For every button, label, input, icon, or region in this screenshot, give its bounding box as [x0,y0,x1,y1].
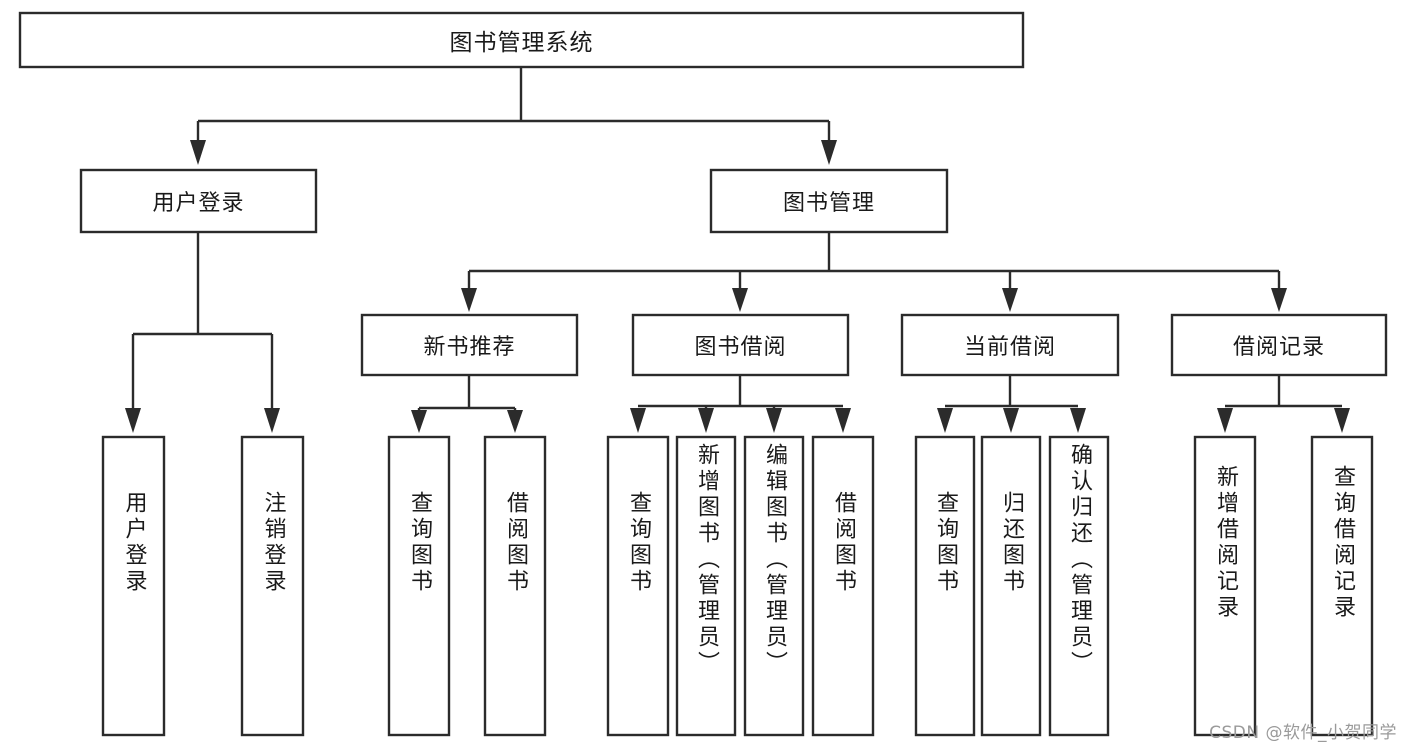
connector-group-book-borrow [630,375,851,433]
node-box-leaf-borrow-records-0[interactable] [1193,435,1257,737]
node-box-leaf-book-borrow-3[interactable] [811,435,875,737]
connector-group-book-mgmt [461,232,1287,312]
node-box-leaf-book-borrow-1[interactable] [675,435,737,737]
node-box-borrow-records[interactable] [1170,313,1388,377]
node-box-leaf-current-borrow-0[interactable] [914,435,976,737]
arrowhead-book-borrow-leaf1 [630,408,646,433]
connector-group-user-login [125,232,280,433]
arrowhead-book-mgmt-c1 [461,288,477,312]
arrowhead-new-book-leaf2 [507,410,523,433]
arrowhead-current-borrow-leaf2 [1003,408,1019,433]
arrowhead-borrow-records-leaf1 [1217,408,1233,433]
node-box-leaf-user-login-0[interactable] [101,435,166,737]
node-box-leaf-new-book-1[interactable] [483,435,547,737]
arrowhead-current-borrow-leaf3 [1070,408,1086,433]
connector-group-current-borrow [937,375,1086,433]
arrowhead-book-borrow-leaf4 [835,408,851,433]
node-box-leaf-user-login-1[interactable] [240,435,305,737]
connector-group-borrow-records [1217,375,1350,433]
node-box-leaf-current-borrow-1[interactable] [980,435,1042,737]
connector-group-root [190,67,837,165]
node-box-leaf-current-borrow-2[interactable] [1048,435,1110,737]
node-box-current-borrow[interactable] [900,313,1120,377]
arrowhead-user-login-leaf1 [125,408,141,433]
node-box-book-management[interactable] [709,168,949,234]
node-box-new-book-recommend[interactable] [360,313,579,377]
arrowhead-root-to-book-mgmt [821,140,837,165]
arrowhead-book-mgmt-c2 [732,288,748,312]
connector-group-new-book [411,375,523,433]
arrowhead-book-borrow-leaf2 [698,408,714,433]
arrowhead-book-mgmt-c3 [1002,288,1018,312]
arrowhead-book-borrow-leaf3 [766,408,782,433]
node-box-leaf-book-borrow-0[interactable] [606,435,670,737]
node-box-book-borrow[interactable] [631,313,850,377]
node-box-leaf-new-book-0[interactable] [387,435,451,737]
node-box-root[interactable] [18,11,1025,69]
node-box-leaf-book-borrow-2[interactable] [743,435,805,737]
arrowhead-borrow-records-leaf2 [1334,408,1350,433]
arrowhead-new-book-leaf1 [411,410,427,433]
arrowhead-current-borrow-leaf1 [937,408,953,433]
node-box-leaf-borrow-records-1[interactable] [1310,435,1374,737]
arrowhead-root-to-user-login [190,140,206,165]
arrowhead-user-login-leaf2 [264,408,280,433]
node-box-user-login[interactable] [79,168,318,234]
arrowhead-book-mgmt-c4 [1271,288,1287,312]
